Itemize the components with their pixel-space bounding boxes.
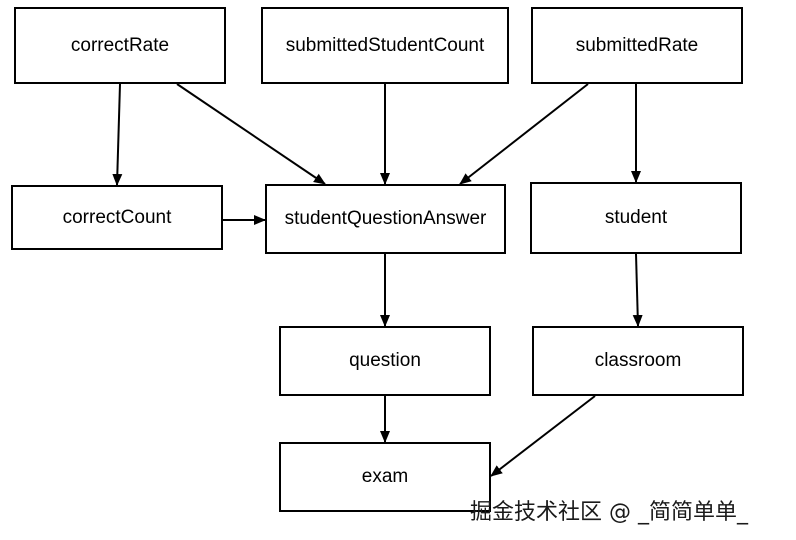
node-correct-rate[interactable]: correctRate	[14, 7, 226, 84]
node-submitted-student-count[interactable]: submittedStudentCount	[261, 7, 509, 84]
edge-classroom-to-exam	[490, 395, 596, 477]
edge-correctRate-to-studentQuestionAnswer	[176, 83, 326, 185]
node-question[interactable]: question	[279, 326, 491, 396]
edge-correctRate-to-correctCount	[112, 83, 123, 186]
edge-student-to-classroom	[632, 253, 643, 327]
node-exam[interactable]: exam	[279, 442, 491, 512]
node-submitted-rate[interactable]: submittedRate	[531, 7, 743, 84]
watermark: 掘金技术社区 @ _简简单单_	[470, 500, 748, 525]
node-student[interactable]: student	[530, 182, 742, 254]
node-correct-count[interactable]: correctCount	[11, 185, 223, 250]
edge-submittedRate-to-studentQuestionAnswer	[459, 83, 589, 185]
node-classroom[interactable]: classroom	[532, 326, 744, 396]
node-student-question-answer[interactable]: studentQuestionAnswer	[265, 184, 506, 254]
